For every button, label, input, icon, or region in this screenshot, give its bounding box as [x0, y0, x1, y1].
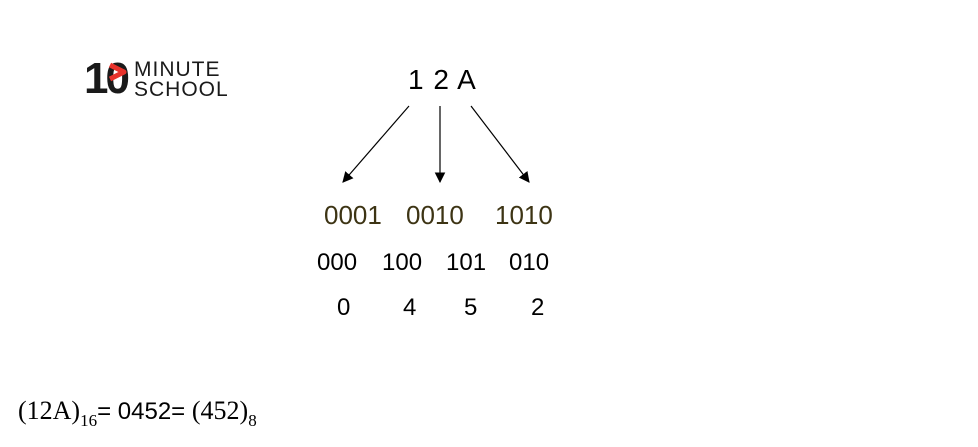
nibble-2: 0010 [406, 200, 464, 230]
arrow-left [342, 105, 410, 183]
octal-digit-4: 2 [531, 294, 545, 321]
nibble-3: 1010 [495, 200, 553, 230]
logo-minute-text: MINUTE [134, 58, 221, 81]
formula-middle: = 0452= [97, 398, 192, 425]
formula-hex-base: 16 [80, 411, 98, 430]
formula-octal-base: 8 [248, 411, 257, 430]
conversion-formula: (12A)16= 0452= (452)8 [18, 396, 257, 431]
arrow-right [470, 105, 530, 183]
nibble-1: 0001 [324, 200, 382, 230]
ten-minute-school-logo: 10 MINUTE SCHOOL [84, 57, 234, 103]
octal-digit-1: 0 [337, 294, 351, 321]
logo-ten: 10 [84, 54, 130, 103]
octal-group-1: 000 [317, 249, 358, 276]
octal-group-3: 101 [446, 249, 487, 276]
octal-group-2: 100 [382, 249, 423, 276]
hex-number: 1 2 A [408, 64, 477, 95]
octal-digit-3: 5 [464, 294, 478, 321]
formula-octal: (452) [191, 396, 249, 425]
formula-hex: (12A) [18, 396, 81, 425]
octal-digit-2: 4 [403, 294, 417, 321]
logo-accent-icon [108, 62, 127, 82]
octal-group-4: 010 [509, 249, 550, 276]
logo-school-text: SCHOOL [134, 78, 229, 101]
